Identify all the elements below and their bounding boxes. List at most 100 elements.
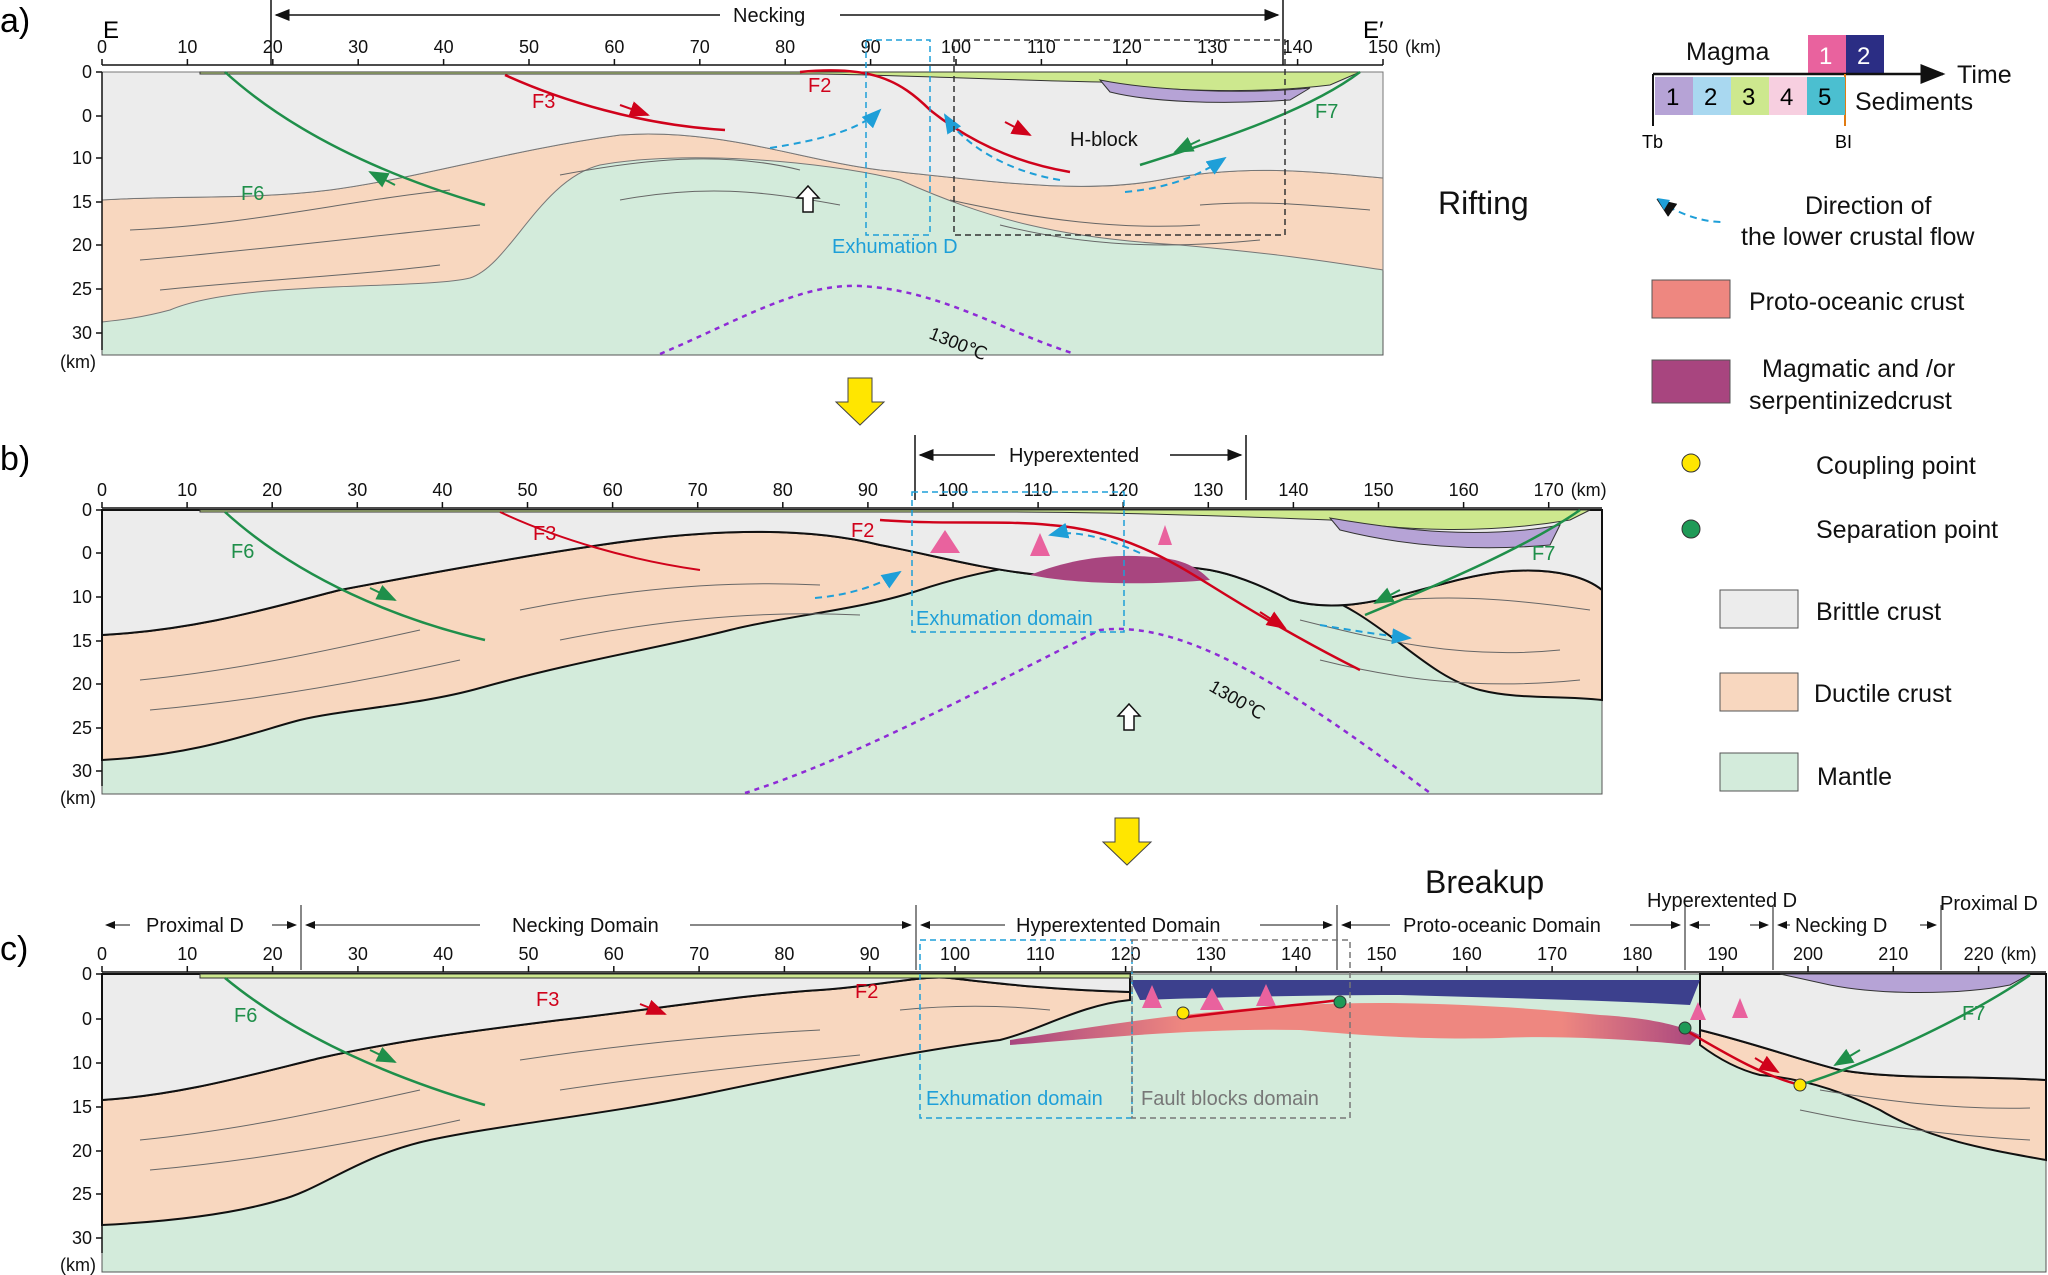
panel-b-depth-label: 30 <box>72 761 92 781</box>
legend-proto-label: Proto-oceanic crust <box>1749 288 1964 316</box>
domain-necking: Necking Domain <box>512 915 659 937</box>
panel-a-depth-unit: (km) <box>60 352 96 372</box>
panel-b-axis-tick-label: 120 <box>1108 480 1138 500</box>
legend-mantle-label: Mantle <box>1817 763 1892 791</box>
fault-label-f7-c: F7 <box>1962 1003 1985 1025</box>
panel-a-label: a) <box>0 2 30 40</box>
fault-f6 <box>224 977 486 1107</box>
hyperextended-span-label: Hyperextented <box>1009 445 1139 467</box>
panel-a-end-left: E <box>103 17 119 44</box>
separation-point-icon <box>1681 519 1701 539</box>
panel-b-axis-unit-label: (km) <box>1571 480 1607 500</box>
magmatic-intrusion <box>930 530 960 553</box>
panel-c-axis-tick-label: 160 <box>1452 944 1482 964</box>
panel-b-axis-tick-label: 130 <box>1193 480 1223 500</box>
panel-a-axis-tick-label: 30 <box>348 37 368 57</box>
panel-b-axis-tick-label: 150 <box>1363 480 1393 500</box>
panel-a-axis-tick-label: 120 <box>1112 37 1142 57</box>
legend-ductile-label: Ductile crust <box>1814 680 1952 708</box>
panel-c-axis-tick-label: 220 <box>1964 944 1994 964</box>
legend-magmatic-line1: Magmatic and /or <box>1762 355 1955 383</box>
magma-2-number: 2 <box>1857 43 1870 70</box>
panel-c-axis-tick-label: 190 <box>1708 944 1738 964</box>
legend-separation-label: Separation point <box>1816 516 1998 544</box>
proto-oceanic-crust <box>1010 1003 1700 1045</box>
legend-time-label: Time <box>1957 61 2012 89</box>
panel-c-axis-tick-label: 130 <box>1196 944 1226 964</box>
fault-label-f7-b: F7 <box>1532 543 1555 565</box>
sediment-4-number: 4 <box>1780 84 1793 111</box>
fault-f6 <box>224 511 486 642</box>
panel-b-axis-tick-label: 110 <box>1024 480 1053 500</box>
domain-hyperextended: Hyperextented Domain <box>1016 915 1221 937</box>
panel-b-label: b) <box>0 440 30 478</box>
exhumation-label-c: Exhumation domain <box>926 1088 1103 1110</box>
fault-f3 <box>499 511 701 571</box>
panel-c-depth-label: 0 <box>82 1009 92 1029</box>
panel-c-axis-tick-label: 210 <box>1878 944 1908 964</box>
domain-bar: Proximal D Necking Domain Hyperextented … <box>105 890 2038 970</box>
sediment-2-number: 2 <box>1704 84 1717 111</box>
sediment-2-swatch <box>1693 77 1731 115</box>
panel-c-axis-tick-label: 140 <box>1281 944 1311 964</box>
panel-b-axis-tick-label: 10 <box>177 480 197 500</box>
panel-b-axis-tick-label: 20 <box>262 480 282 500</box>
domain-proximal-left: Proximal D <box>146 915 244 937</box>
brittle-crust <box>101 71 1384 201</box>
fault-label-f7-a: F7 <box>1315 101 1338 123</box>
mantle-swatch <box>1719 752 1799 792</box>
panel-a-axis-unit-label: (km) <box>1405 37 1441 57</box>
sediment-5-swatch <box>1807 77 1845 115</box>
panel-b-depth-unit: (km) <box>60 788 96 808</box>
panel-c-axis-tick-label: 50 <box>518 944 538 964</box>
panel-c-axis-tick-label: 20 <box>263 944 283 964</box>
stage-rifting: Rifting <box>1438 185 1529 221</box>
necking-span-label: Necking <box>733 5 805 27</box>
magmatic-intrusion <box>1030 533 1050 556</box>
panel-c-depth-label: 10 <box>72 1053 92 1073</box>
proto-oceanic-swatch <box>1651 279 1731 319</box>
panel-a-axis-tick-label: 130 <box>1197 37 1227 57</box>
panel-a-depth-label: 20 <box>72 235 92 255</box>
panel-c-axis-tick-label: 170 <box>1537 944 1567 964</box>
ductile-crust-swatch <box>1719 672 1799 712</box>
coupling-fault-right <box>1684 1028 1801 1087</box>
coupling-point <box>1793 1078 1807 1092</box>
panel-c-depth-unit: (km) <box>60 1255 96 1275</box>
fault-f7 <box>1364 508 1581 617</box>
panel-c-axis-tick-label: 90 <box>860 944 880 964</box>
necking-span: Necking <box>270 0 1284 65</box>
panel-c-depth-label: 15 <box>72 1097 92 1117</box>
panel-a-depth-label: 10 <box>72 148 92 168</box>
panel-c-axis-tick-label: 80 <box>774 944 794 964</box>
panel-a-axis-tick-label: 20 <box>263 37 283 57</box>
fault-label-f6-b: F6 <box>231 541 254 563</box>
panel-b-depth-label: 0 <box>82 543 92 563</box>
fault-f3 <box>504 73 726 132</box>
magmatic-intrusion <box>1158 525 1172 545</box>
panel-c-label: c) <box>0 930 28 968</box>
panel-a-axis-tick-label: 40 <box>434 37 454 57</box>
panel-c-axis-tick-label: 40 <box>433 944 453 964</box>
panel-b-axis-tick-label: 30 <box>347 480 367 500</box>
panel-b-axis-tick-label: 50 <box>517 480 537 500</box>
legend-coupling-label: Coupling point <box>1816 452 1976 480</box>
panel-c-axis-tick-label: 180 <box>1622 944 1652 964</box>
panel-c-axis-tick-label: 60 <box>604 944 624 964</box>
panel-a-axis-tick-label: 0 <box>97 37 107 57</box>
panel-c-axis-tick-label: 100 <box>940 944 970 964</box>
fault-blocks-box <box>1131 939 1351 1119</box>
panel-b-axis-tick-label: 100 <box>938 480 968 500</box>
lower-crustal-flow-arrow <box>1048 522 1141 554</box>
fault-label-f2-c: F2 <box>855 981 878 1003</box>
brittle-crust-swatch <box>1719 589 1799 629</box>
fault-label-f2-b: F2 <box>851 520 874 542</box>
sediment-3-number: 3 <box>1742 84 1755 111</box>
lower-crustal-flow-arrow <box>814 570 902 599</box>
panel-b-axis-tick-label: 90 <box>858 480 878 500</box>
panel-a-section: 1300℃ Exhumation D H-block F6 F3 F2 F7 0… <box>60 39 1384 372</box>
panel-c-depth-label: 30 <box>72 1228 92 1248</box>
fault-label-f2-a: F2 <box>808 75 831 97</box>
domain-hyperextended-right: Hyperextented D <box>1647 890 1797 912</box>
panel-c-axis-tick-label: 150 <box>1366 944 1396 964</box>
